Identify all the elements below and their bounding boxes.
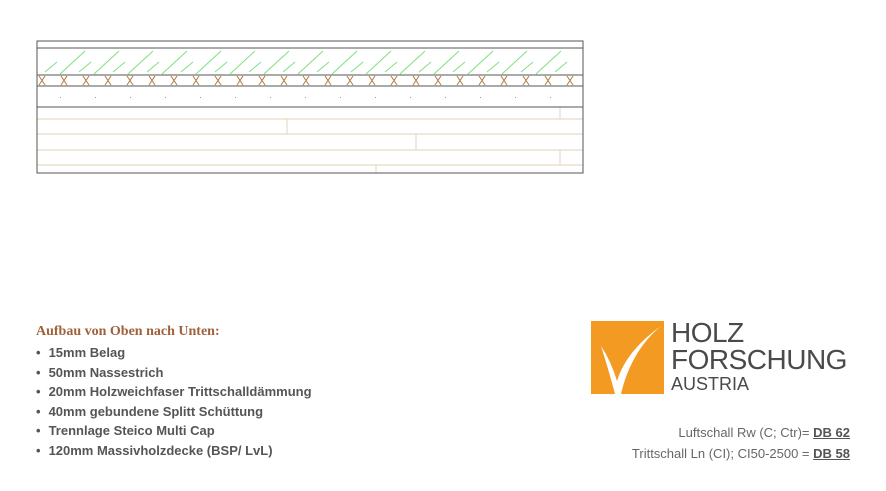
layer-item: 50mm Nassestrich (36, 363, 312, 383)
screed-hatch (554, 61, 568, 73)
layer-item: 15mm Belag (36, 343, 312, 363)
airborne-sound-result: Luftschall Rw (C; Ctr)= DB 62 (678, 425, 850, 440)
insulation-x (104, 75, 112, 86)
screed-hatch (384, 61, 398, 73)
screed-hatch (146, 61, 160, 73)
insulation-x (500, 75, 508, 86)
gravel-dot (550, 97, 551, 98)
screed-hatch (316, 61, 330, 73)
gravel-dot (270, 97, 271, 98)
screed-hatch (248, 61, 262, 73)
insulation-x (368, 75, 376, 86)
screed-hatch (263, 50, 290, 75)
screed-hatch (93, 50, 120, 75)
insulation-x (522, 75, 530, 86)
logo-checkmark-icon (591, 321, 664, 394)
gravel-dot (95, 97, 96, 98)
gravel-dot (375, 97, 376, 98)
insulation-x (170, 75, 178, 86)
floor-section-diagram (36, 40, 584, 174)
insulation-x (126, 75, 134, 86)
screed-hatch (501, 50, 528, 75)
insulation-x (192, 75, 200, 86)
screed-hatch (486, 61, 500, 73)
insulation-x (60, 75, 68, 86)
insulation-x (302, 75, 310, 86)
screed-hatch (535, 50, 562, 75)
insulation-x (280, 75, 288, 86)
logo-line2: FORSCHUNG (671, 344, 847, 375)
gravel-dot (305, 97, 306, 98)
screed-hatch (452, 61, 466, 73)
insulation-x (456, 75, 464, 86)
screed-hatch (282, 61, 296, 73)
logo-line3: AUSTRIA (671, 374, 750, 394)
screed-hatch (161, 50, 188, 75)
layers-heading: Aufbau von Oben nach Unten: (36, 324, 220, 339)
layer-item: 40mm gebundene Splitt Schüttung (36, 402, 312, 422)
insulation-x (390, 75, 398, 86)
insulation-x (148, 75, 156, 86)
insulation-x (214, 75, 222, 86)
insulation-x (236, 75, 244, 86)
insulation-x (258, 75, 266, 86)
insulation-x (566, 75, 574, 86)
acoustic-results: Luftschall Rw (C; Ctr)= DB 62 Trittschal… (632, 422, 850, 464)
insulation-x (324, 75, 332, 86)
insulation-x (544, 75, 552, 86)
gravel-dot (235, 97, 236, 98)
gravel-dot (165, 97, 166, 98)
screed-hatch (433, 50, 460, 75)
section-outline (36, 40, 584, 174)
logo-line1: HOLZ (671, 317, 744, 348)
insulation-x (434, 75, 442, 86)
screed-hatch (44, 61, 58, 73)
gravel-dot (410, 97, 411, 98)
insulation-x (38, 75, 46, 86)
screed-hatch (399, 50, 426, 75)
screed-hatch (520, 61, 534, 73)
screed-hatch (78, 61, 92, 73)
screed-hatch (127, 50, 154, 75)
gravel-dot (340, 97, 341, 98)
gravel-dot (60, 97, 61, 98)
layer-item: Trennlage Steico Multi Cap (36, 421, 312, 441)
screed-hatch (365, 50, 392, 75)
gravel-dot (200, 97, 201, 98)
gravel-dot (515, 97, 516, 98)
screed-hatch (112, 61, 126, 73)
screed-hatch (350, 61, 364, 73)
screed-hatch (180, 61, 194, 73)
screed-hatch (195, 50, 222, 75)
insulation-x (478, 75, 486, 86)
screed-hatch (418, 61, 432, 73)
gravel-dot (480, 97, 481, 98)
layer-item: 20mm Holzweichfaser Trittschalldämmung (36, 382, 312, 402)
screed-hatch (229, 50, 256, 75)
insulation-x (346, 75, 354, 86)
gravel-dot (130, 97, 131, 98)
screed-hatch (331, 50, 358, 75)
section-layers (36, 40, 584, 174)
screed-hatch (59, 50, 86, 75)
gravel-dot (445, 97, 446, 98)
screed-hatch (297, 50, 324, 75)
screed-hatch (467, 50, 494, 75)
screed-hatch (214, 61, 228, 73)
insulation-x (82, 75, 90, 86)
layer-list: 15mm Belag 50mm Nassestrich 20mm Holzwei… (36, 343, 312, 461)
impact-sound-result: Trittschall Ln (CI); CI50-2500 = DB 58 (631, 446, 850, 461)
insulation-x (412, 75, 420, 86)
layer-item: 120mm Massivholzdecke (BSP/ LvL) (36, 441, 312, 461)
